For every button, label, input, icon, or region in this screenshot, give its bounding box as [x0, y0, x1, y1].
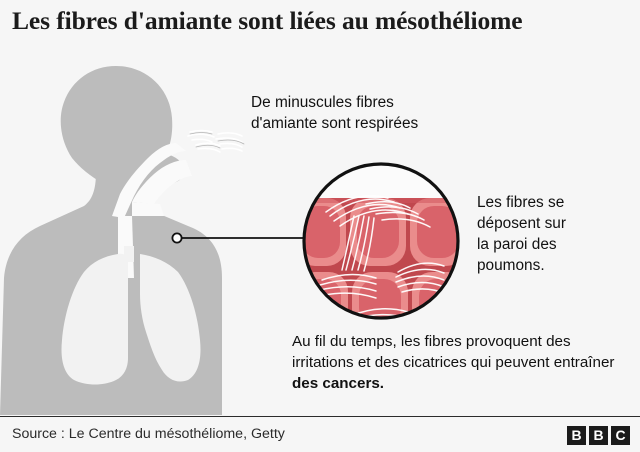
bbc-logo: B B C [567, 426, 630, 445]
bbc-logo-letter-3: C [611, 426, 630, 445]
page-title: Les fibres d'amiante sont liées au mésot… [12, 6, 523, 35]
footer-divider [0, 416, 640, 417]
magnifier-outline [302, 162, 460, 320]
source-credit: Source : Le Centre du mésothéliome, Gett… [12, 426, 285, 442]
callout-leader [171, 232, 305, 244]
inhaled-asbestos-fibers-shadow [189, 132, 245, 149]
annotation-scarring: Au fil du temps, les fibres provoquent d… [292, 331, 632, 394]
bbc-logo-letter-2: B [589, 426, 608, 445]
illustration-stage [0, 40, 640, 415]
annotation-inhalation: De minuscules fibres d'amiante sont resp… [251, 94, 419, 132]
nasal-throat-airway [112, 143, 192, 278]
annotation-fiber-deposition: Les fibres se déposent sur la paroi des … [477, 194, 566, 274]
bbc-logo-letter-1: B [567, 426, 586, 445]
lungs-cutout [61, 246, 201, 385]
annotation-scarring-emphasis: des cancers. [292, 375, 385, 392]
inhaled-asbestos-fibers [187, 129, 243, 153]
annotation-scarring-text: Au fil du temps, les fibres provoquent d… [292, 333, 615, 371]
